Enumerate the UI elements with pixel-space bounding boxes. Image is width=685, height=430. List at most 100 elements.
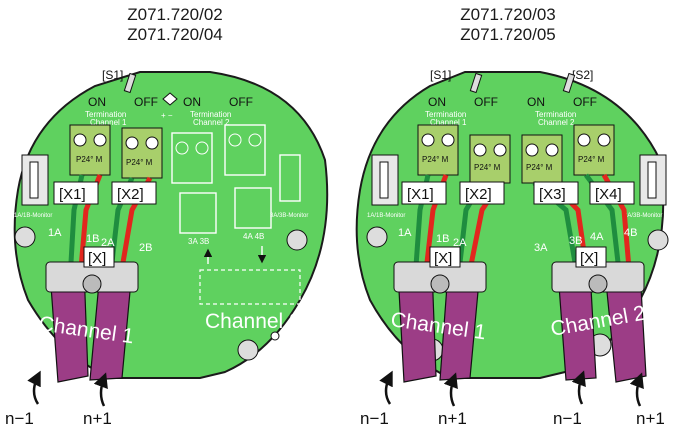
right-cable-in-arrow-icon-2: [571, 370, 586, 405]
right-t4b: 4B: [624, 227, 637, 239]
left-screw-icon: [145, 136, 159, 150]
left-t1b: 1B: [86, 233, 99, 245]
left-t3a3b: 3A 3B: [188, 237, 209, 246]
left-term1-line2: Channel 1: [90, 118, 127, 127]
left-monitor2-label: 3A/3B-Monitor: [270, 213, 308, 219]
right-off2: OFF: [573, 95, 597, 109]
left-term1-line1: Termination: [85, 110, 126, 119]
right-terminal-p24-3: [521, 134, 563, 184]
right-board-group: Z071.720/03 Z071.720/05 [S1] [S2] ON OFF…: [355, 5, 669, 428]
left-x1: [X1]: [59, 186, 86, 203]
left-x-box: [83, 246, 115, 268]
left-off2: OFF: [229, 95, 253, 109]
left-monitor1-label: 1A/1B-Monitor: [14, 213, 52, 219]
left-led-diamond-icon: [162, 92, 178, 106]
right-terminal-p24-4: [573, 124, 615, 176]
right-screw-icon: [473, 143, 487, 157]
right-p24-2-label: P24° M: [474, 163, 501, 172]
right-cable-out-arrow-icon-1: [443, 372, 458, 407]
left-plusminus: + −: [161, 111, 173, 120]
right-switch-s1[interactable]: [469, 72, 483, 94]
left-p24-2-label: P24° M: [126, 158, 153, 167]
right-on2: ON: [527, 95, 545, 109]
left-screw-icon: [125, 136, 139, 150]
right-monitor1-pins: [379, 161, 389, 199]
right-p24-3-label: P24° M: [526, 163, 553, 172]
left-t1a: 1A: [48, 227, 62, 239]
right-t3a: 3A: [534, 242, 548, 254]
left-ch2-bus-terminal-1: [179, 192, 217, 234]
right-switch-s2[interactable]: [562, 72, 576, 94]
left-term2-line2: Channel 2: [193, 118, 230, 127]
right-monitor1-label: 1A/1B-Monitor: [367, 213, 405, 219]
left-x2-box: [111, 181, 157, 205]
left-terminal-p24-1: [69, 124, 111, 176]
right-t2a: 2A: [453, 237, 467, 249]
right-clamp-screw-icon: [430, 274, 450, 294]
left-monitor1-pins: [29, 161, 39, 199]
right-term1-line1: Termination: [425, 110, 466, 119]
left-screw-outline-icon: [248, 133, 262, 147]
right-x2-box: [459, 181, 505, 205]
left-mount-screw-icon: [14, 226, 36, 248]
left-t2a: 2A: [101, 237, 115, 249]
right-x3-box: [533, 181, 579, 205]
right-term2-line2: Channel 2: [538, 118, 575, 127]
left-screw-outline-icon: [175, 141, 189, 155]
left-term2-line1: Termination: [190, 110, 231, 119]
right-n-minus-2: n−1: [553, 409, 582, 428]
left-screw-icon: [93, 133, 107, 147]
left-ch2-clamp-outline: [199, 269, 301, 305]
left-p24-1-label: P24° M: [76, 155, 103, 164]
left-mount-screw-icon: [286, 229, 308, 251]
left-t4a4b: 4A 4B: [243, 232, 264, 241]
right-mount-screw-icon: [647, 229, 669, 251]
left-ch2-terminal-outline-1: [171, 132, 213, 184]
right-off1: OFF: [474, 95, 498, 109]
right-screw-icon: [493, 143, 507, 157]
left-on2: ON: [183, 95, 201, 109]
right-monitor2-pins: [647, 161, 657, 199]
right-x2: [X2]: [465, 186, 492, 203]
left-on1: ON: [88, 95, 106, 109]
left-clamp-screw-icon: [82, 274, 102, 294]
right-x-b: [X]: [580, 250, 598, 267]
right-screw-icon: [545, 143, 559, 157]
right-x-box-2: [575, 246, 607, 268]
left-switch-s1[interactable]: [123, 72, 137, 94]
left-mount-screw-icon: [237, 339, 259, 361]
left-n-minus: n−1: [5, 409, 34, 428]
right-p24-1-label: P24° M: [422, 155, 449, 164]
right-on1: ON: [428, 95, 446, 109]
right-screw-icon: [577, 133, 591, 147]
left-terminal-p24-2: [121, 127, 163, 179]
left-screw-outline-icon: [195, 141, 209, 155]
left-cable-in-arrow-icon: [27, 370, 41, 405]
left-hole-icon: [270, 331, 280, 341]
right-monitor2-label: 3A/3B-Monitor: [624, 213, 662, 219]
right-header-line2: Z071.720/05: [460, 25, 555, 44]
right-x1: [X1]: [407, 186, 434, 203]
right-term1-line2: Channel 1: [430, 118, 467, 127]
right-x3: [X3]: [539, 186, 566, 203]
right-x4: [X4]: [595, 186, 622, 203]
right-t1a: 1A: [398, 227, 412, 239]
left-n-plus: n+1: [83, 409, 112, 428]
right-t3b: 3B: [569, 235, 582, 247]
right-x-a: [X]: [434, 250, 452, 267]
right-x-box-1: [429, 246, 461, 268]
right-switch-s2-label: [S2]: [572, 68, 593, 82]
right-screw-icon: [441, 133, 455, 147]
right-header-line1: Z071.720/03: [460, 5, 555, 24]
left-t2b: 2B: [139, 242, 152, 254]
left-switch-s1-label: [S1]: [102, 68, 123, 82]
left-header-line2: Z071.720/04: [127, 25, 222, 44]
left-header-line1: Z071.720/02: [127, 5, 222, 24]
left-cable-out-arrow-icon: [93, 372, 108, 407]
left-ch2-bus-terminal-2: [234, 187, 272, 229]
right-n-minus-1: n−1: [360, 409, 389, 428]
right-x4-box: [589, 181, 635, 205]
right-n-plus-1: n+1: [438, 409, 467, 428]
right-terminal-p24-2: [469, 134, 511, 184]
right-x1-box: [401, 181, 447, 205]
